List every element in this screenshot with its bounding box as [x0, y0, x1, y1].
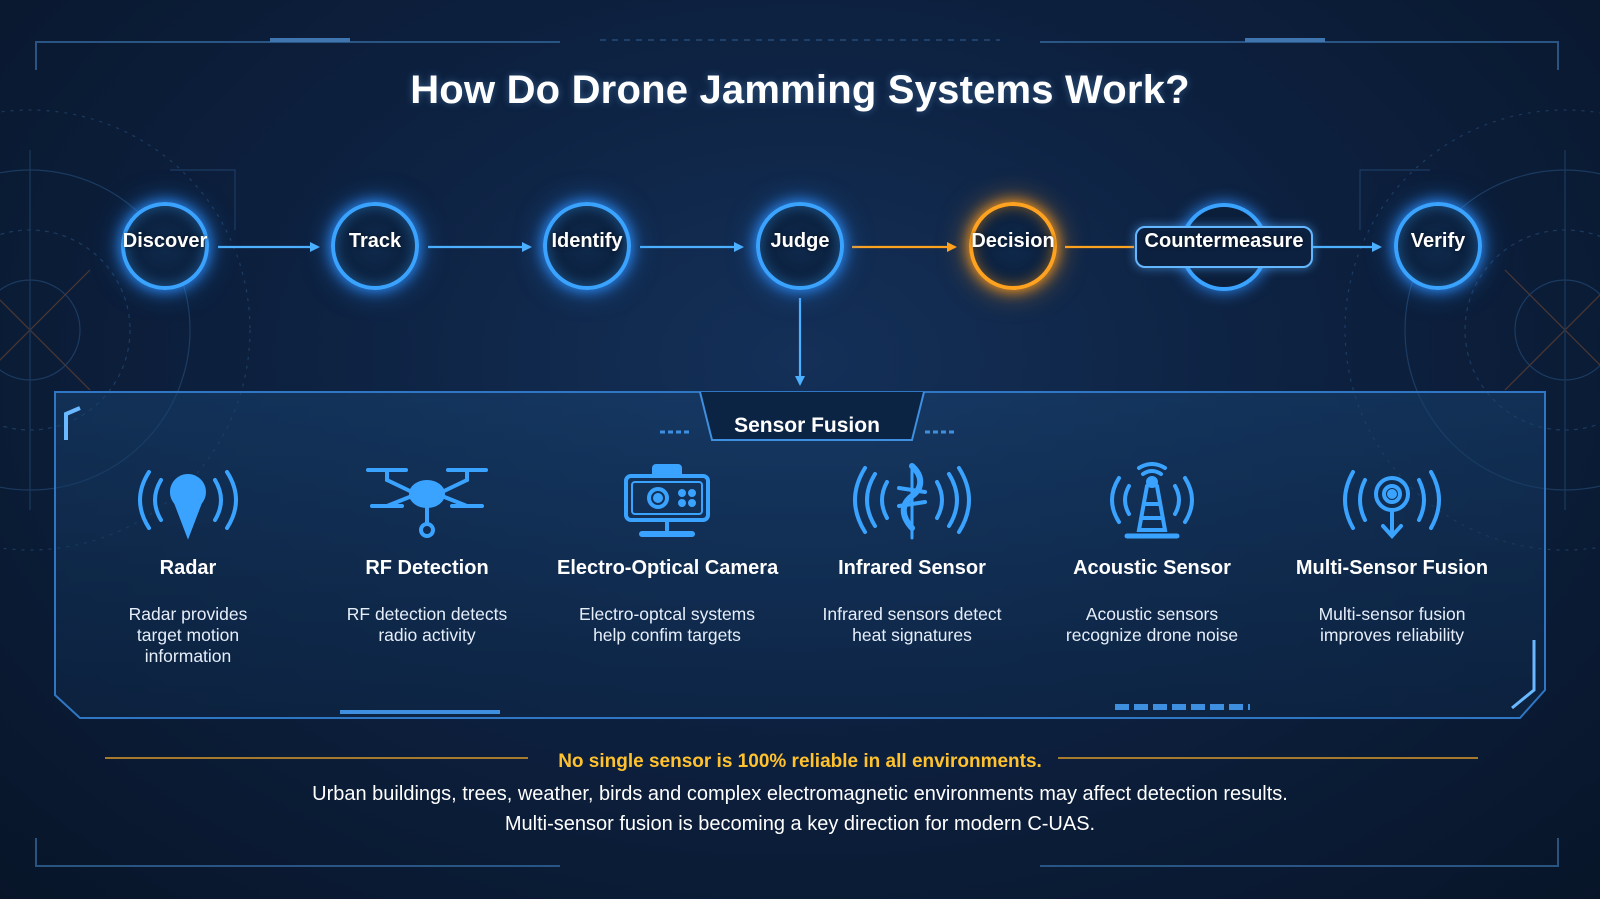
- sensor-electro-optical-camera: Electro-Optical Camera Electro-optcal sy…: [557, 462, 779, 646]
- radar-icon: [138, 470, 238, 540]
- sensor-title-radar: Radar: [159, 557, 217, 579]
- node-track-ring: [331, 202, 419, 290]
- sensor-desc-multi-sensor-fusion: Multi-sensor fusion improves reliability: [1318, 604, 1466, 645]
- left-radar-rings: [0, 109, 251, 551]
- sensor-title-electro-optical-camera: Electro-Optical Camera: [557, 557, 779, 579]
- sensor-infrared: Infrared Sensor Infrared sensors detect …: [802, 462, 1022, 646]
- warning-text: No single sensor is 100% reliable in all…: [558, 751, 1042, 772]
- note-line-2: Multi-sensor fusion is becoming a key di…: [504, 813, 1096, 835]
- sensor-desc-radar: Radar provides target motion information: [128, 604, 248, 666]
- drone-icon: [366, 468, 488, 538]
- sensor-radar: Radar Radar provides target motion infor…: [78, 462, 298, 667]
- sensor-title-multi-sensor-fusion: Multi-Sensor Fusion: [1295, 557, 1489, 579]
- sensor-rf-detection: RF Detection RF detection detects radio …: [317, 462, 537, 646]
- node-countermeasure-pill: [1135, 226, 1313, 268]
- node-label-track: Track: [348, 230, 402, 252]
- frame-lines: [35, 38, 1559, 867]
- note-line-1: Urban buildings, trees, weather, birds a…: [312, 783, 1288, 805]
- camera-icon: [624, 464, 710, 537]
- node-label-judge: Judge: [770, 230, 830, 252]
- node-label-verify: Verify: [1410, 230, 1466, 252]
- sensor-multi-sensor-fusion: Multi-Sensor Fusion Multi-sensor fusion …: [1282, 462, 1502, 646]
- sensor-desc-infrared: Infrared sensors detect heat signatures: [822, 604, 1002, 645]
- sensor-fusion-panel: [54, 391, 1546, 719]
- infrared-icon: [853, 463, 971, 540]
- node-label-identify: Identify: [551, 230, 623, 252]
- sensor-title-acoustic: Acoustic Sensor: [1073, 557, 1231, 579]
- sensor-title-rf-detection: RF Detection: [365, 557, 489, 579]
- sensor-desc-electro-optical-camera: Electro-optcal systems help confim targe…: [578, 604, 756, 645]
- right-radar-rings: [1344, 109, 1600, 551]
- page-title: How Do Drone Jamming Systems Work?: [410, 68, 1190, 112]
- node-judge-ring: [756, 202, 844, 290]
- node-decision-ring: [969, 202, 1057, 290]
- node-label-discover: Discover: [122, 230, 208, 252]
- node-identify-ring: [543, 202, 631, 290]
- node-label-countermeasure: Countermeasure: [1144, 230, 1304, 252]
- node-verify-ring: [1394, 202, 1482, 290]
- sensor-desc-rf-detection: RF detection detects radio activity: [346, 604, 508, 645]
- node-label-decision: Decision: [971, 230, 1055, 252]
- fusion-icon: [1343, 470, 1441, 539]
- sensor-acoustic: Acoustic Sensor Acoustic sensors recogni…: [1042, 462, 1262, 646]
- sensor-title-infrared: Infrared Sensor: [838, 557, 986, 579]
- pipeline-connectors: [218, 242, 1382, 386]
- sensor-fusion-title: Sensor Fusion: [734, 414, 880, 437]
- node-discover-ring: [121, 202, 209, 290]
- acoustic-tower-icon: [1110, 462, 1194, 539]
- sensor-desc-acoustic: Acoustic sensors recognize drone noise: [1065, 604, 1239, 645]
